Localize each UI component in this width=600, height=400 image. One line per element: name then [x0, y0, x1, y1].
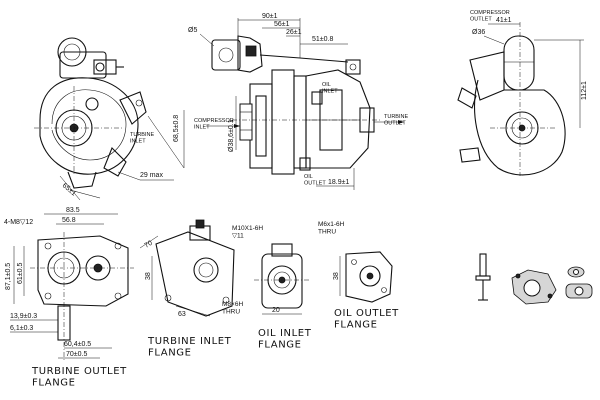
- dim-70: 70±0.5: [66, 351, 87, 358]
- dim-d5: Ø5: [188, 27, 197, 34]
- dim-61: 61±0.5: [17, 263, 24, 284]
- side-view: 90±1 56±1 26±1 51±0.8 Ø5 Ø38,6±0.1 18.9±…: [188, 13, 408, 190]
- dim-d38-6: Ø38,6±0.1: [228, 119, 235, 152]
- dim-20: 20: [272, 307, 280, 314]
- dim-18-9: 18.9±1: [328, 179, 349, 186]
- accessory-parts: [475, 253, 593, 305]
- turbine-outlet-flange: 83.5 56.8 4-M8▽12 87,1±0.5 61±0.5 13,9±0…: [4, 207, 134, 389]
- dim-70-inlet: 70: [144, 240, 154, 250]
- dim-68-5: 68,5±0.8: [173, 115, 180, 142]
- dim-83-5: 83.5: [66, 207, 80, 214]
- dim-56-8: 56.8: [62, 217, 76, 224]
- dim-112: 112±1: [581, 81, 588, 100]
- dim-38-inlet: 38: [145, 272, 152, 280]
- dim-26: 26±1: [286, 29, 302, 36]
- dim-51: 51±0.8: [312, 36, 333, 43]
- dim-87-1: 87,1±0.5: [5, 263, 12, 290]
- dim-4-m8: 4-M8▽12: [4, 219, 33, 226]
- dim-29-max: 29 max: [140, 172, 163, 179]
- dim-56: 56±1: [274, 21, 290, 28]
- dim-63: 63: [178, 311, 186, 318]
- dim-41: 41±1: [496, 17, 512, 24]
- dim-60-4: 60,4±0.5: [64, 341, 91, 348]
- dim-13-9: 13,9±0.3: [10, 313, 37, 320]
- dim-38-oil: 38: [333, 272, 340, 280]
- dim-65: 65±1: [61, 182, 77, 197]
- dim-d36: Ø36: [472, 29, 485, 36]
- dim-6-1: 6,1±0.3: [10, 325, 33, 332]
- dim-m10x1: M10X1-6H▽11: [232, 225, 263, 239]
- dim-90: 90±1: [262, 13, 278, 20]
